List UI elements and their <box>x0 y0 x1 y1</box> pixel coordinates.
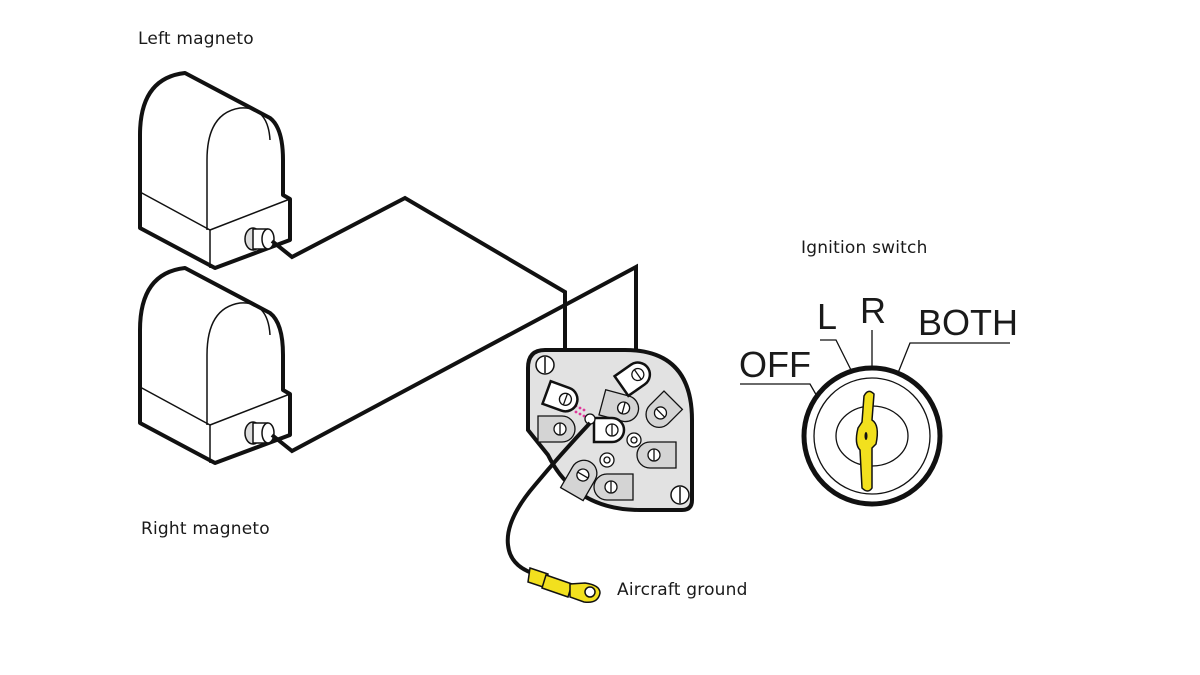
position-both-label: BOTH <box>918 302 1019 343</box>
terminal <box>537 415 576 443</box>
ignition-key[interactable] <box>855 390 879 492</box>
ground-wire <box>505 421 592 575</box>
ring-terminal <box>527 567 601 604</box>
aircraft-ground-label: Aircraft ground <box>617 580 748 600</box>
terminal <box>636 441 677 469</box>
right-magneto-housing <box>138 266 292 465</box>
left-magneto <box>138 71 292 270</box>
mounting-screw <box>670 485 690 505</box>
left-magneto-label: Left magneto <box>138 29 254 49</box>
both-leader-line <box>897 342 1010 374</box>
ignition-switch-label: Ignition switch <box>801 238 928 258</box>
terminal <box>598 388 640 423</box>
position-off-label: OFF <box>739 344 811 385</box>
terminal-stud <box>599 452 615 468</box>
right-magneto-face-curve <box>206 302 271 425</box>
ground-terminal <box>592 416 626 444</box>
key-hole <box>864 432 868 440</box>
right-magneto-wire <box>270 263 638 454</box>
right-magneto-connector <box>244 421 275 445</box>
position-r-label: R <box>860 290 886 331</box>
left-magneto-terminal <box>540 379 579 413</box>
left-magneto-housing <box>138 71 292 270</box>
terminal-stud <box>626 432 642 448</box>
ground-wire-end <box>584 413 596 425</box>
l-leader-line <box>820 339 853 373</box>
left-magneto-wire <box>270 195 567 392</box>
left-magneto-face-curve <box>206 107 271 230</box>
mounting-screw <box>535 355 555 375</box>
terminal <box>645 390 684 428</box>
right-magneto <box>138 266 292 465</box>
right-magneto-terminal <box>612 361 652 398</box>
position-l-label: L <box>817 296 838 337</box>
terminal <box>593 473 634 501</box>
terminal <box>559 459 598 502</box>
off-leader-line <box>740 383 819 399</box>
switch-terminal-plate <box>526 348 694 512</box>
ignition-switch <box>740 330 1010 507</box>
left-magneto-connector <box>244 227 275 251</box>
right-magneto-label: Right magneto <box>141 519 270 539</box>
